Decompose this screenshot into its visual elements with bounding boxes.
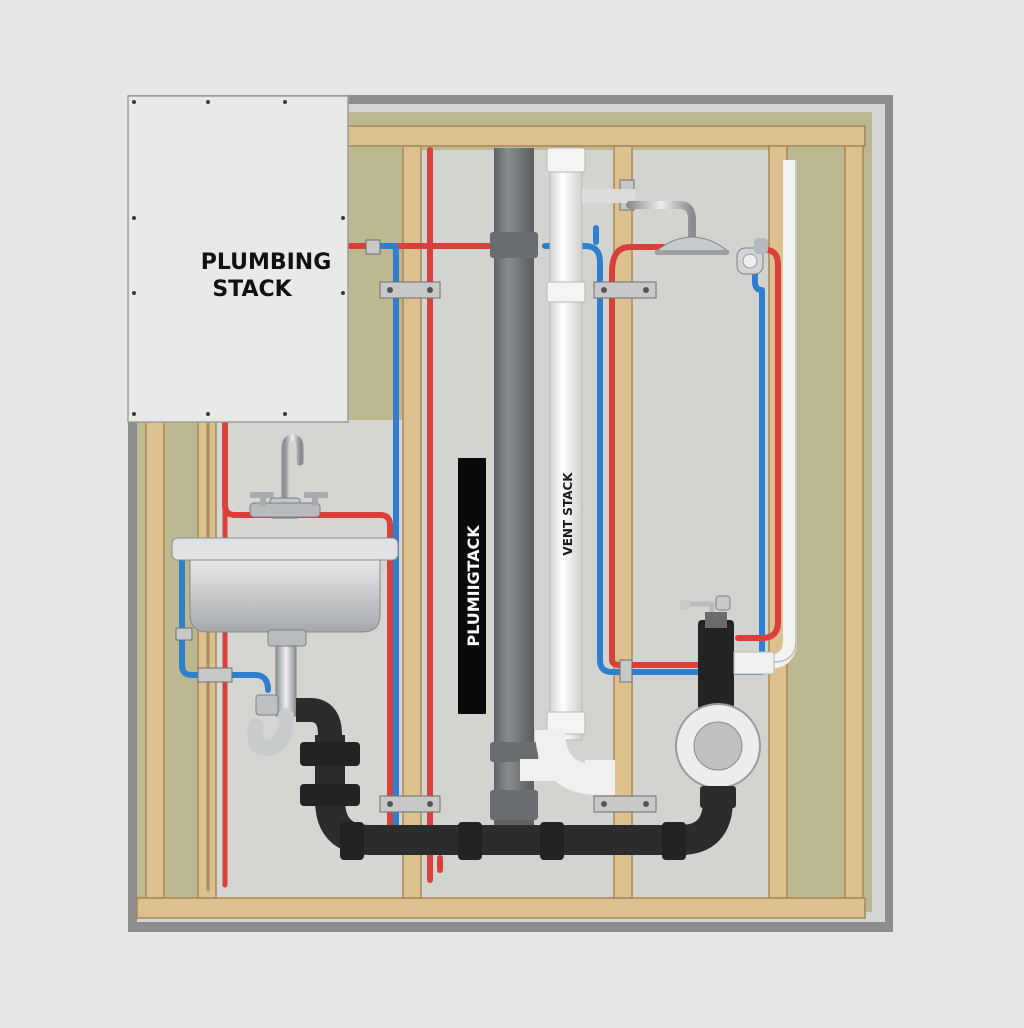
drain-stack-coupling-top (490, 232, 538, 258)
drain-line (300, 735, 733, 860)
access-panel: PLUMBING STACK (127, 95, 349, 423)
stud-6 (844, 145, 864, 899)
hand-shower-icon (736, 238, 768, 275)
clamp-3 (379, 795, 441, 813)
abs-fitting-6 (662, 822, 686, 860)
sink-icon (171, 537, 399, 647)
faucet-icon (249, 434, 328, 519)
vent-stack-pipe (549, 159, 583, 741)
toilet-icon (675, 595, 775, 808)
cold-line-sink (179, 557, 271, 693)
stack-labels: PLUMIIGTACK VENT STACK (458, 458, 575, 714)
vent-stack-label: VENT STACK (561, 472, 575, 556)
vent-stack-coupling-low (546, 711, 586, 735)
drain-stack-wye (490, 790, 538, 820)
clamp-5 (175, 627, 193, 641)
clamp-1 (379, 281, 441, 299)
pipe-clamps (175, 179, 657, 813)
panel-label-line1: PLUMBING (201, 250, 332, 275)
shower-head-icon (626, 201, 731, 255)
abs-drain-pipe (315, 735, 733, 855)
abs-fitting-4 (458, 822, 482, 860)
hot-line-shower (609, 244, 668, 663)
cold-line-right (542, 243, 708, 675)
supply-lines (179, 147, 781, 892)
vent-stack-coupling (546, 281, 586, 303)
abs-fitting-2 (300, 784, 360, 806)
vent-stack-cap (546, 147, 586, 173)
bottom-plate (136, 897, 866, 919)
drain-stack-label: PLUMIIGTACK (464, 525, 483, 647)
cold-line-hand-shower (752, 259, 765, 673)
clamp-9 (619, 659, 633, 683)
p-trap-icon (247, 645, 342, 757)
vent-elbow (535, 729, 615, 796)
panel-screws (132, 100, 345, 416)
drain-stack-pipe (494, 148, 534, 828)
stud-3 (402, 145, 422, 899)
abs-fitting-1 (300, 742, 360, 766)
panel-board (127, 95, 349, 423)
abs-fitting-3 (340, 822, 364, 860)
cold-riser-left (369, 243, 493, 853)
hot-line-hand-shower (735, 247, 781, 641)
abs-fitting-5 (540, 822, 564, 860)
drain-stack-coupling-bottom (490, 742, 538, 762)
clamp-2 (593, 281, 657, 299)
clamp-6 (197, 667, 233, 683)
drain-stack (490, 148, 538, 850)
clamp-4 (593, 795, 657, 813)
concrete-bay-left (215, 420, 405, 900)
panel-label-line2: STACK (212, 277, 292, 302)
toilet-supply-riser (698, 620, 734, 710)
drain-stack-label-band (458, 458, 486, 714)
clamp-7 (365, 239, 381, 255)
